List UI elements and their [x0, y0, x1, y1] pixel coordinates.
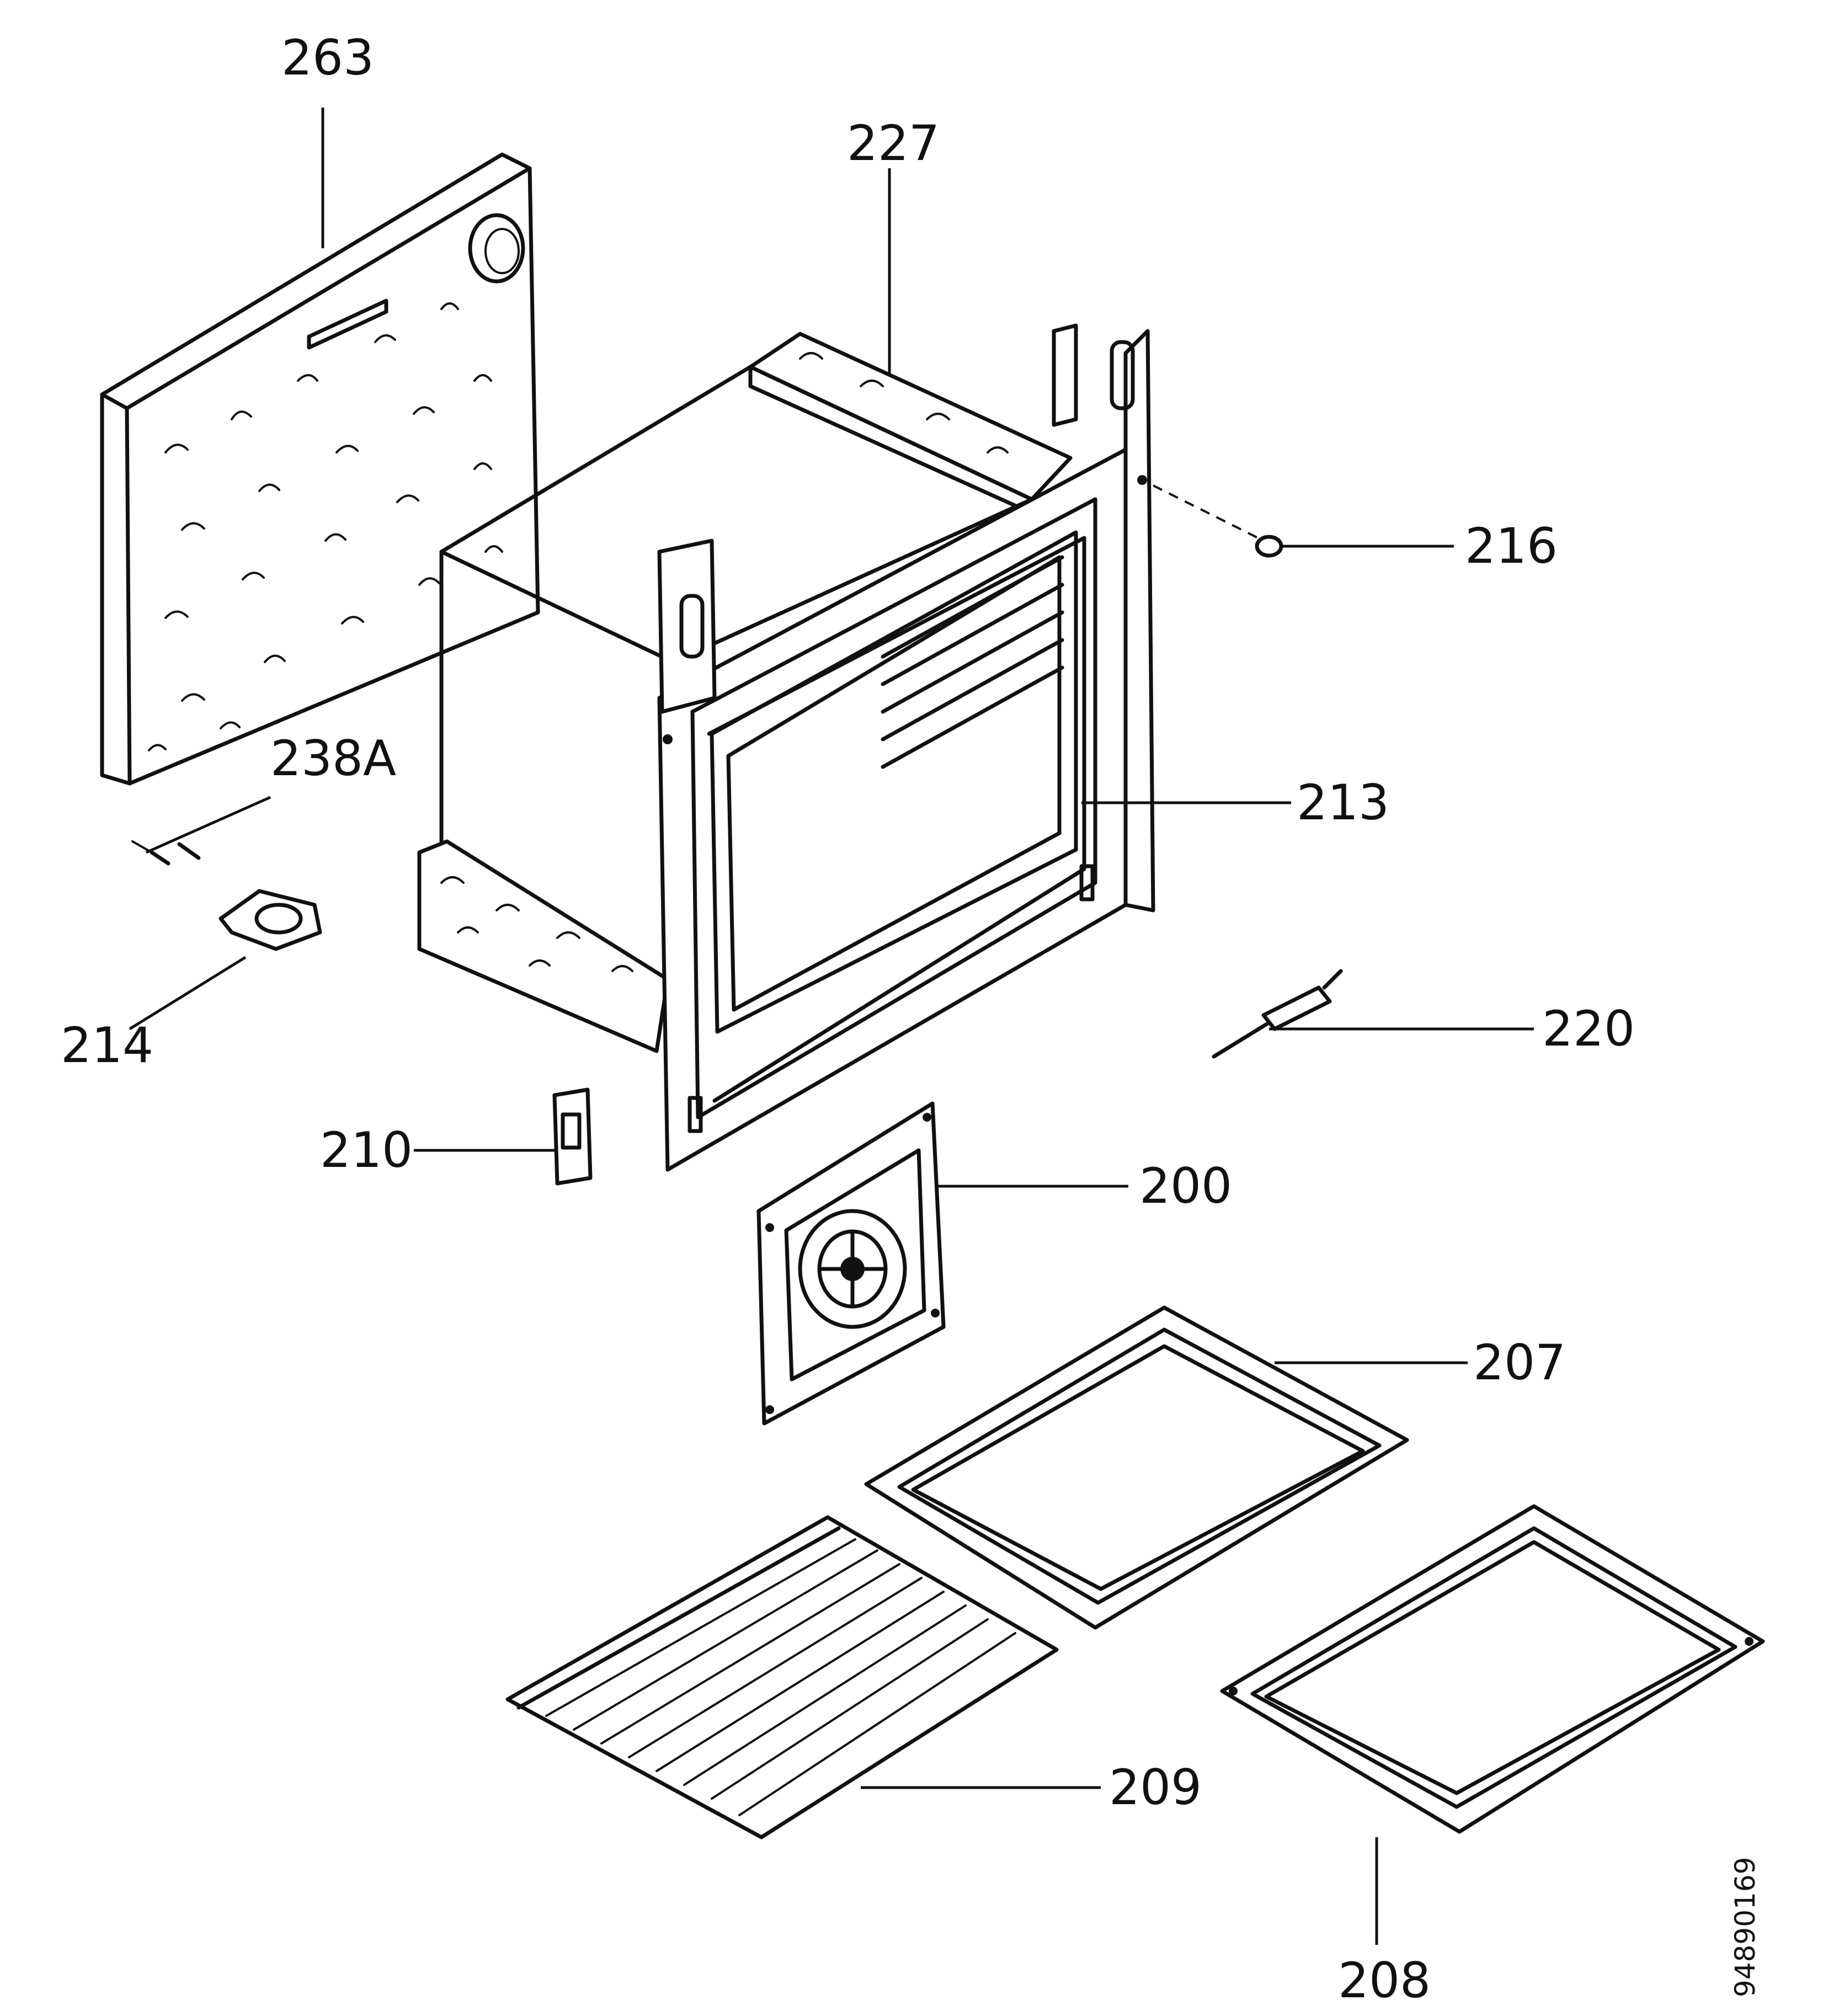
drawing-code: 94890169 [1729, 1857, 1761, 1998]
label-209: 209 [1109, 1759, 1202, 1816]
label-263: 263 [281, 29, 374, 86]
catch-210 [552, 1087, 593, 1186]
grill-209 [505, 1515, 1059, 1839]
probe-220 [1212, 969, 1343, 1059]
label-200: 200 [1139, 1158, 1232, 1214]
leader-lines [129, 108, 1534, 1945]
label-216: 216 [1465, 518, 1558, 574]
insulation-panel-263 [100, 152, 540, 786]
tray-208 [1220, 1504, 1765, 1834]
oven-cavity-assembly [417, 323, 1155, 1172]
label-213: 213 [1297, 774, 1389, 831]
label-220: 220 [1542, 1000, 1635, 1057]
label-214: 214 [61, 1017, 153, 1074]
bracket-214 [218, 889, 322, 951]
label-208: 208 [1338, 1952, 1431, 2009]
label-207: 207 [1473, 1334, 1566, 1391]
label-210: 210 [320, 1122, 413, 1178]
label-238a: 238A [270, 730, 396, 787]
fan-cover-200 [756, 1101, 946, 1426]
label-227: 227 [847, 115, 940, 172]
tray-207 [864, 1305, 1409, 1630]
screw-216 [1153, 484, 1283, 558]
